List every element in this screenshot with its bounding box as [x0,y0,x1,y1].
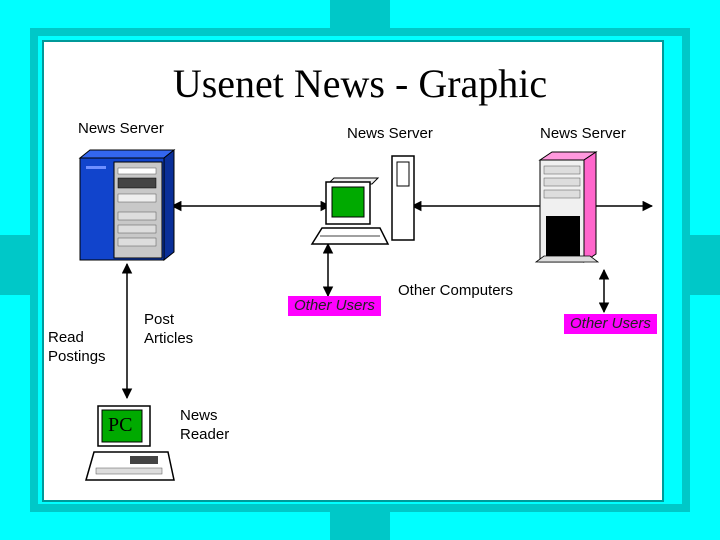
news-reader-label-line1: News [180,407,218,424]
middle-workstation-icon [310,155,415,245]
right-server-icon [534,151,600,263]
frame-notch-top [330,0,390,28]
other-computers-label: Other Computers [398,282,514,299]
frame-band-top [30,28,690,36]
news-reader-label-line2: Reader [180,426,230,443]
frame-band-left [30,28,38,512]
frame-notch-bottom [330,512,390,540]
post-articles-label-line1: Post [144,311,175,328]
slide-panel [42,40,664,502]
frame-notch-right [690,235,720,295]
left-server-icon [78,148,176,262]
post-articles-label-line2: Articles [144,330,194,347]
other-users-right-badge: Other Users [564,314,657,334]
frame-band-bottom [30,504,690,512]
pc-label: PC [108,414,133,436]
frame-band-right [682,28,690,512]
pc-icon [85,405,175,481]
read-postings-label-line1: Read [48,329,84,346]
other-users-middle-badge: Other Users [288,296,381,316]
right-server-label: News Server [540,125,626,142]
slide-title: Usenet News - Graphic [172,61,548,106]
left-server-label: News Server [78,120,164,137]
read-postings-label-line2: Postings [48,348,106,365]
frame-notch-left [0,235,30,295]
middle-server-label: News Server [347,125,433,142]
